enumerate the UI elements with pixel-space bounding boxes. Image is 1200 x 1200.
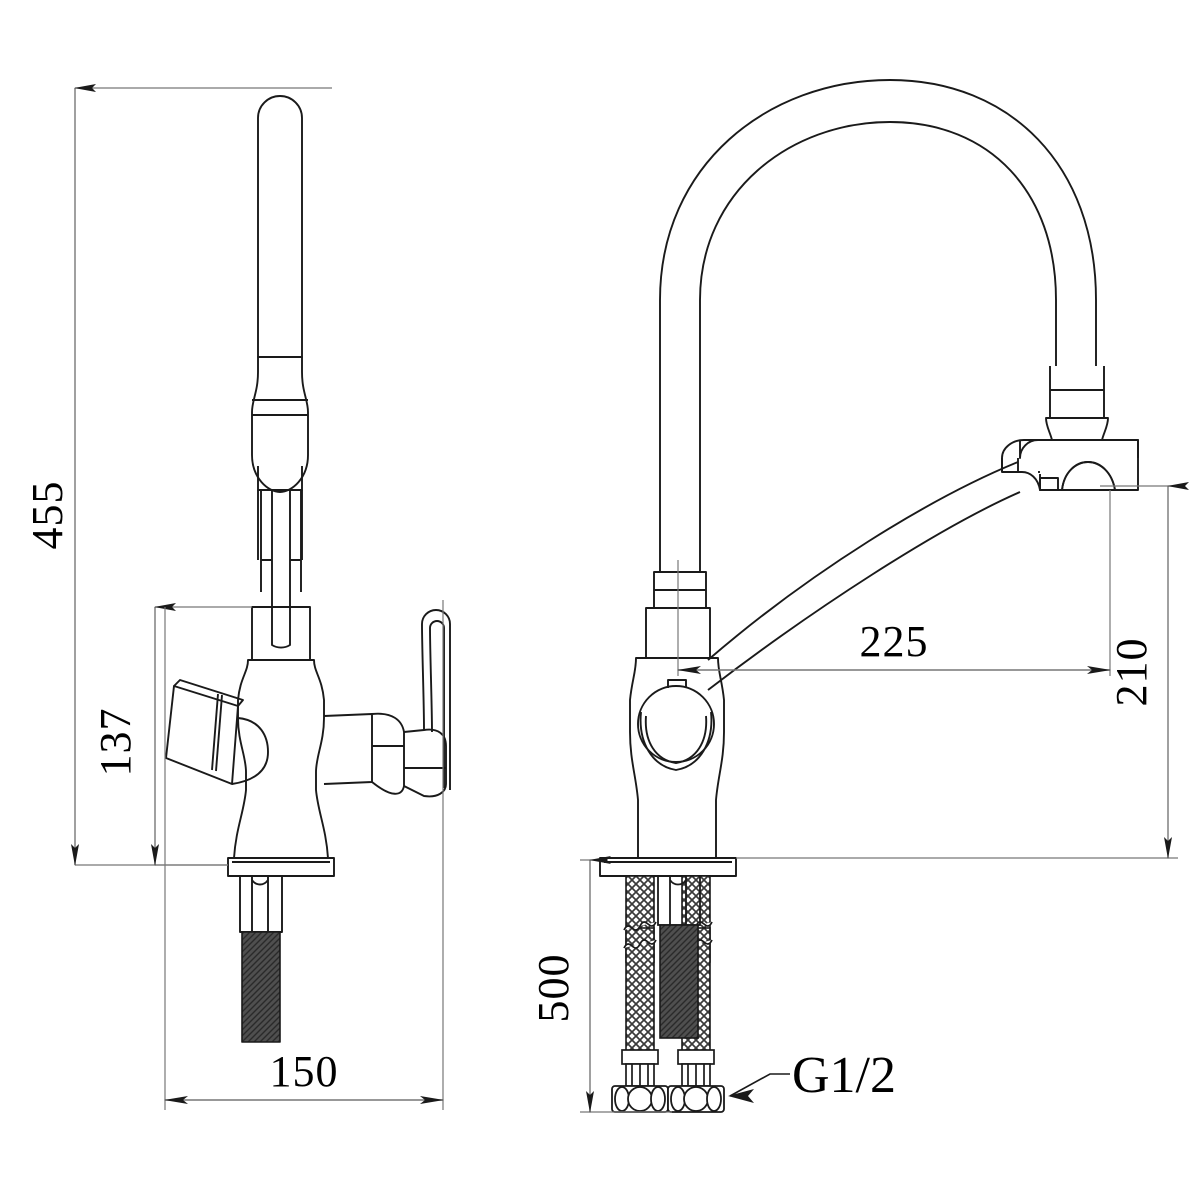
knob-circle xyxy=(637,685,715,763)
dimension-base-width: 150 xyxy=(164,600,444,1110)
faucet-body xyxy=(233,659,329,859)
hose-left-break-b xyxy=(623,921,657,931)
outlet-flare xyxy=(1045,417,1109,441)
nut-right-face-a xyxy=(670,1086,686,1112)
spout-tube xyxy=(257,95,303,358)
left-handle-seam-a xyxy=(211,693,219,771)
dimension-overall-height: 455 xyxy=(23,84,332,866)
outlet-tab xyxy=(1039,477,1059,491)
leader-line-g12 xyxy=(728,1073,790,1103)
lever-arm-inner xyxy=(429,620,445,788)
dim-label-210: 210 xyxy=(1107,638,1156,707)
annotation-thread-size: G1/2 xyxy=(728,1047,896,1104)
front-view-geometry xyxy=(165,95,451,1043)
dim-label-225: 225 xyxy=(860,617,929,666)
neck-sides xyxy=(257,490,303,560)
outlet-housing-top xyxy=(1019,439,1139,459)
dimension-outlet-height: 210 xyxy=(736,482,1189,859)
nut-right-face-b xyxy=(683,1086,709,1112)
riser-legs xyxy=(260,490,302,592)
nut-left-face-c xyxy=(650,1086,666,1112)
nut-left-face-b xyxy=(627,1086,653,1112)
side-neck-top xyxy=(659,560,701,573)
left-handle-seam-b xyxy=(215,694,223,772)
dim-label-137: 137 xyxy=(91,708,140,777)
gooseneck-inner xyxy=(699,121,1057,560)
annotation-label-g12: G1/2 xyxy=(792,1047,896,1104)
side-view-geometry xyxy=(599,79,1139,877)
spout-collar xyxy=(251,356,309,493)
yoke xyxy=(271,592,291,649)
left-handle-hub xyxy=(231,717,269,785)
outlet-sleeve xyxy=(1049,366,1105,419)
lever-mid xyxy=(371,712,405,795)
ferrule-right-ribs xyxy=(687,1064,705,1086)
left-handle xyxy=(165,685,239,785)
side-base-plate xyxy=(599,857,737,877)
supply-hoses xyxy=(611,875,725,1113)
yoke-housing xyxy=(251,606,311,661)
dimension-spout-reach: 225 xyxy=(677,490,1111,676)
ferrule-left-collar xyxy=(621,1049,659,1065)
aerator-dome xyxy=(1061,461,1116,491)
knob-shadow-b xyxy=(644,715,708,764)
neck-block xyxy=(257,466,303,491)
ferrule-left-ribs xyxy=(631,1064,649,1086)
hose-left-lower xyxy=(625,927,655,1057)
arm-lower xyxy=(707,491,1021,691)
shank-lines xyxy=(251,876,269,932)
dim-label-150: 150 xyxy=(270,1047,339,1096)
side-threaded-stud xyxy=(659,924,699,1039)
gooseneck-outer xyxy=(659,79,1097,560)
dim-label-500: 500 xyxy=(529,954,578,1023)
knob-stem xyxy=(667,679,687,688)
ferrule-right-collar xyxy=(677,1049,715,1065)
hose-left-break-a xyxy=(623,939,657,949)
dimension-handle-height: 137 xyxy=(91,603,252,866)
shank-top-curve xyxy=(251,879,269,886)
side-shank-curve xyxy=(669,879,687,886)
nut-right-face-c xyxy=(706,1086,722,1112)
arm-upper xyxy=(707,461,1019,661)
dim-label-455: 455 xyxy=(23,481,72,550)
lever-hub xyxy=(323,713,373,785)
nut-left-face-a xyxy=(614,1086,630,1112)
base-plate xyxy=(227,857,335,877)
knob-shadow-a xyxy=(639,711,713,771)
threaded-stud xyxy=(241,931,281,1043)
side-shank-lines xyxy=(669,876,687,925)
lever-grip-base xyxy=(403,728,447,798)
lever-arm-outer xyxy=(421,609,451,790)
dimension-hose-length: 500 xyxy=(529,856,672,1113)
left-handle-top xyxy=(173,679,244,707)
